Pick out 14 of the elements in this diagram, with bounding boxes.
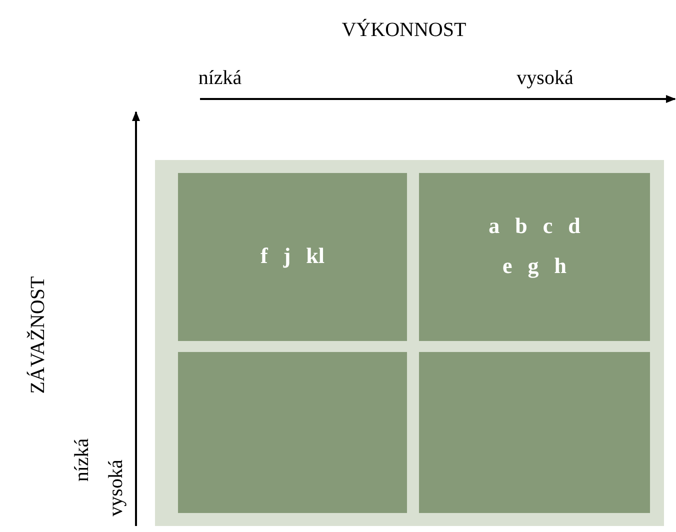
axis-title: ZÁVAŽNOST — [28, 276, 48, 394]
quadrant-box — [178, 173, 407, 341]
axis-label: vysoká — [106, 460, 126, 516]
axis-label: vysoká — [516, 68, 574, 88]
axis-label: nízká — [198, 68, 242, 88]
quadrant-box — [419, 352, 650, 513]
quadrant-items: e g h — [502, 255, 566, 277]
quadrant-items: f j kl — [260, 245, 324, 267]
axis-label: nízká — [72, 438, 92, 482]
matrix-panel — [155, 160, 664, 526]
axis-title: VÝKONNOST — [342, 20, 466, 40]
quadrant-box — [178, 352, 407, 513]
quadrant-items: a b c d — [488, 215, 580, 237]
quadrant-box — [419, 173, 650, 341]
